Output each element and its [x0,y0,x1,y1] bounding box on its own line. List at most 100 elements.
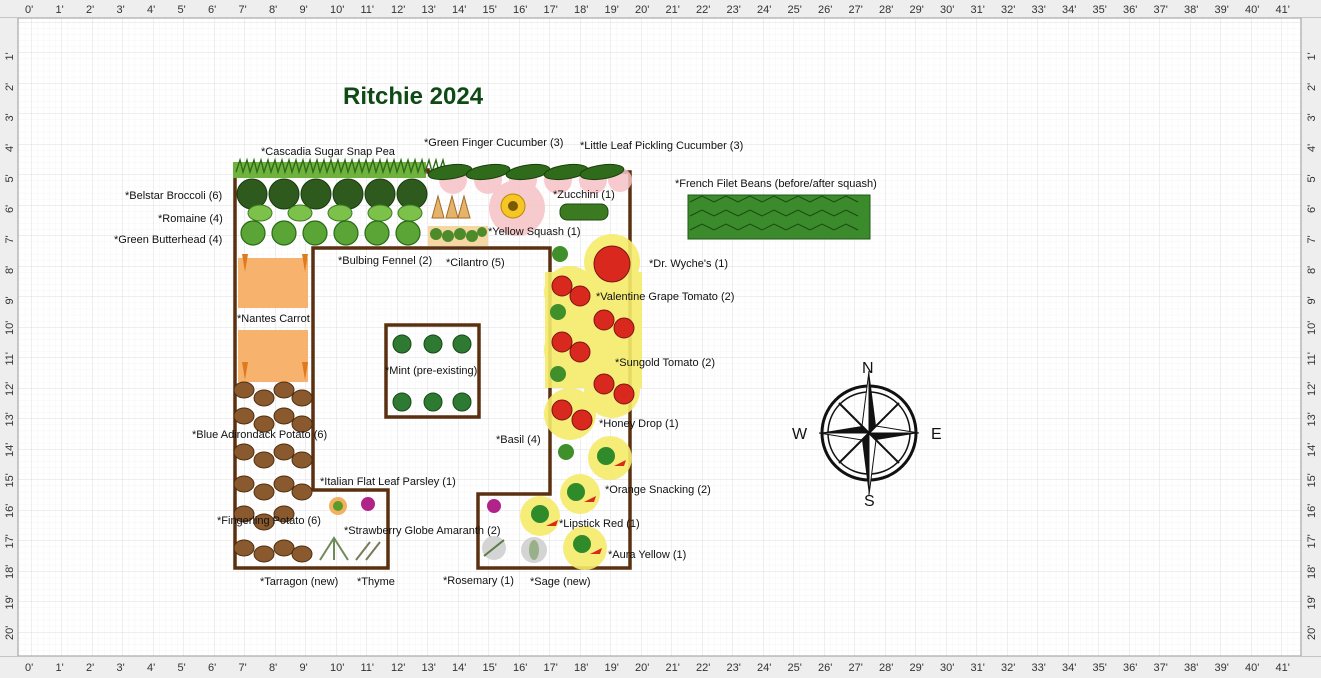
amaranth-icon[interactable] [361,497,501,513]
ruler-bottom-tick: 11' [361,662,375,674]
compass-east: E [931,426,942,443]
cilantro-icon[interactable] [428,226,488,246]
label-sungold[interactable]: *Sungold Tomato (2) [615,357,715,369]
ruler-top-tick: 28' [879,4,893,16]
ruler-bottom-tick: 31' [971,662,985,674]
plan-title[interactable]: Ritchie 2024 [343,83,484,110]
ruler-bottom-tick: 7' [239,662,247,674]
label-honey-drop[interactable]: *Honey Drop (1) [599,418,678,430]
tarragon-icon[interactable] [319,536,349,561]
sage-icon[interactable] [521,537,547,563]
ruler-top-tick: 34' [1062,4,1076,16]
label-fennel[interactable]: *Bulbing Fennel (2) [338,255,432,267]
ruler-top-tick: 19' [605,4,619,16]
ruler-top-tick: 24' [757,4,771,16]
ruler-top-tick: 27' [849,4,863,16]
ruler-left-tick: 4' [4,144,16,152]
cabbage-icon[interactable] [240,220,421,246]
ruler-left-tick: 16' [4,504,16,518]
ruler-right-tick: 6' [1306,205,1318,213]
ruler-bottom-tick: 41' [1276,662,1290,674]
plant-labels: *Cascadia Sugar Snap Pea *Green Finger C… [114,137,877,588]
label-pea[interactable]: *Cascadia Sugar Snap Pea [261,146,396,158]
label-amaranth[interactable]: *Strawberry Globe Amaranth (2) [344,525,501,537]
ruler-bottom-tick: 21' [666,662,680,674]
label-broccoli[interactable]: *Belstar Broccoli (6) [125,190,222,202]
ruler-top-tick: 0' [25,4,33,16]
label-mint[interactable]: *Mint (pre-existing) [385,365,477,377]
label-thyme[interactable]: *Thyme [357,576,395,588]
ruler-left-tick: 15' [4,473,16,487]
label-aura-yellow[interactable]: *Aura Yellow (1) [608,549,686,561]
ruler-top-tick: 35' [1093,4,1107,16]
ruler-bottom-tick: 27' [849,662,863,674]
lettuce-icon[interactable] [247,204,423,222]
ruler-top-tick: 13' [422,4,436,16]
broccoli-icon[interactable] [236,178,428,210]
ruler-top-tick: 6' [208,4,216,16]
label-green-finger[interactable]: *Green Finger Cucumber (3) [424,137,563,149]
label-lipstick[interactable]: *Lipstick Red (1) [559,518,640,530]
ruler-top-tick: 25' [788,4,802,16]
label-romaine[interactable]: *Romaine (4) [158,213,223,225]
ruler-right-tick: 14' [1306,443,1318,457]
potato-icon[interactable] [233,381,313,563]
label-fingerling[interactable]: *Fingerling Potato (6) [217,515,321,527]
ruler-bottom-tick: 23' [727,662,741,674]
ruler-left-tick: 11' [4,352,16,366]
ruler-top-tick: 11' [361,4,375,16]
thyme-icon[interactable] [355,541,381,561]
cucumber-icon[interactable] [427,162,625,182]
label-little-leaf[interactable]: *Little Leaf Pickling Cucumber (3) [580,140,743,152]
fennel-icon[interactable] [431,194,471,219]
zucchini-icon[interactable] [559,203,609,221]
basil-icon[interactable] [550,246,574,460]
ruler-left[interactable]: 1'2'3'4'5'6'7'8'9'10'11'12'13'14'15'16'1… [0,18,19,656]
tomato-icon[interactable] [551,245,635,431]
bean-icon[interactable] [687,194,871,240]
ruler-top-tick: 20' [635,4,649,16]
label-rosemary[interactable]: *Rosemary (1) [443,575,514,587]
label-butterhead[interactable]: *Green Butterhead (4) [114,234,222,246]
label-zucchini[interactable]: *Zucchini (1) [553,189,615,201]
ruler-right[interactable]: 1'2'3'4'5'6'7'8'9'10'11'12'13'14'15'16'1… [1300,18,1321,656]
label-blue-adirondack[interactable]: *Blue Adirondack Potato (6) [192,429,327,441]
label-italian-parsley[interactable]: *Italian Flat Leaf Parsley (1) [320,476,456,488]
label-basil[interactable]: *Basil (4) [496,434,541,446]
ruler-left-tick: 14' [4,443,16,457]
ruler-top-tick: 1' [56,4,64,16]
label-cilantro[interactable]: *Cilantro (5) [446,257,505,269]
ruler-top-tick: 3' [117,4,125,16]
label-tarragon[interactable]: *Tarragon (new) [260,576,338,588]
ruler-top-tick: 2' [86,4,94,16]
label-french-beans[interactable]: *French Filet Beans (before/after squash… [675,178,877,190]
ruler-bottom-tick: 2' [86,662,94,674]
ruler-bottom[interactable]: 0'1'2'3'4'5'6'7'8'9'10'11'12'13'14'15'16… [0,655,1321,678]
parsley-icon[interactable] [329,497,347,515]
pepper-icon[interactable] [531,447,626,554]
mint-icon[interactable] [392,334,472,412]
ruler-bottom-tick: 35' [1093,662,1107,674]
label-nantes[interactable]: *Nantes Carrot [237,313,310,325]
ruler-top-tick: 15' [483,4,497,16]
rosemary-icon[interactable] [482,536,506,560]
ruler-left-tick: 19' [4,595,16,609]
label-dr-wyche[interactable]: *Dr. Wyche's (1) [649,258,728,270]
compass-rose-icon[interactable]: N S E W [792,360,942,510]
ruler-right-tick: 13' [1306,412,1318,426]
label-sage[interactable]: *Sage (new) [530,576,591,588]
ruler-bottom-tick: 3' [117,662,125,674]
ruler-left-tick: 10' [4,321,16,335]
ruler-top-tick: 22' [696,4,710,16]
carrot-icon[interactable] [238,254,308,382]
ruler-top[interactable]: 0'1'2'3'4'5'6'7'8'9'10'11'12'13'14'15'16… [0,0,1321,19]
label-orange-snacking[interactable]: *Orange Snacking (2) [605,484,711,496]
squash-icon[interactable] [500,193,526,219]
label-yellow-squash[interactable]: *Yellow Squash (1) [488,226,581,238]
ruler-bottom-tick: 14' [452,662,466,674]
compass-south: S [864,493,875,510]
ruler-left-tick: 2' [4,83,16,91]
pea-plant-icon[interactable] [233,157,447,178]
label-valentine[interactable]: *Valentine Grape Tomato (2) [596,291,734,303]
